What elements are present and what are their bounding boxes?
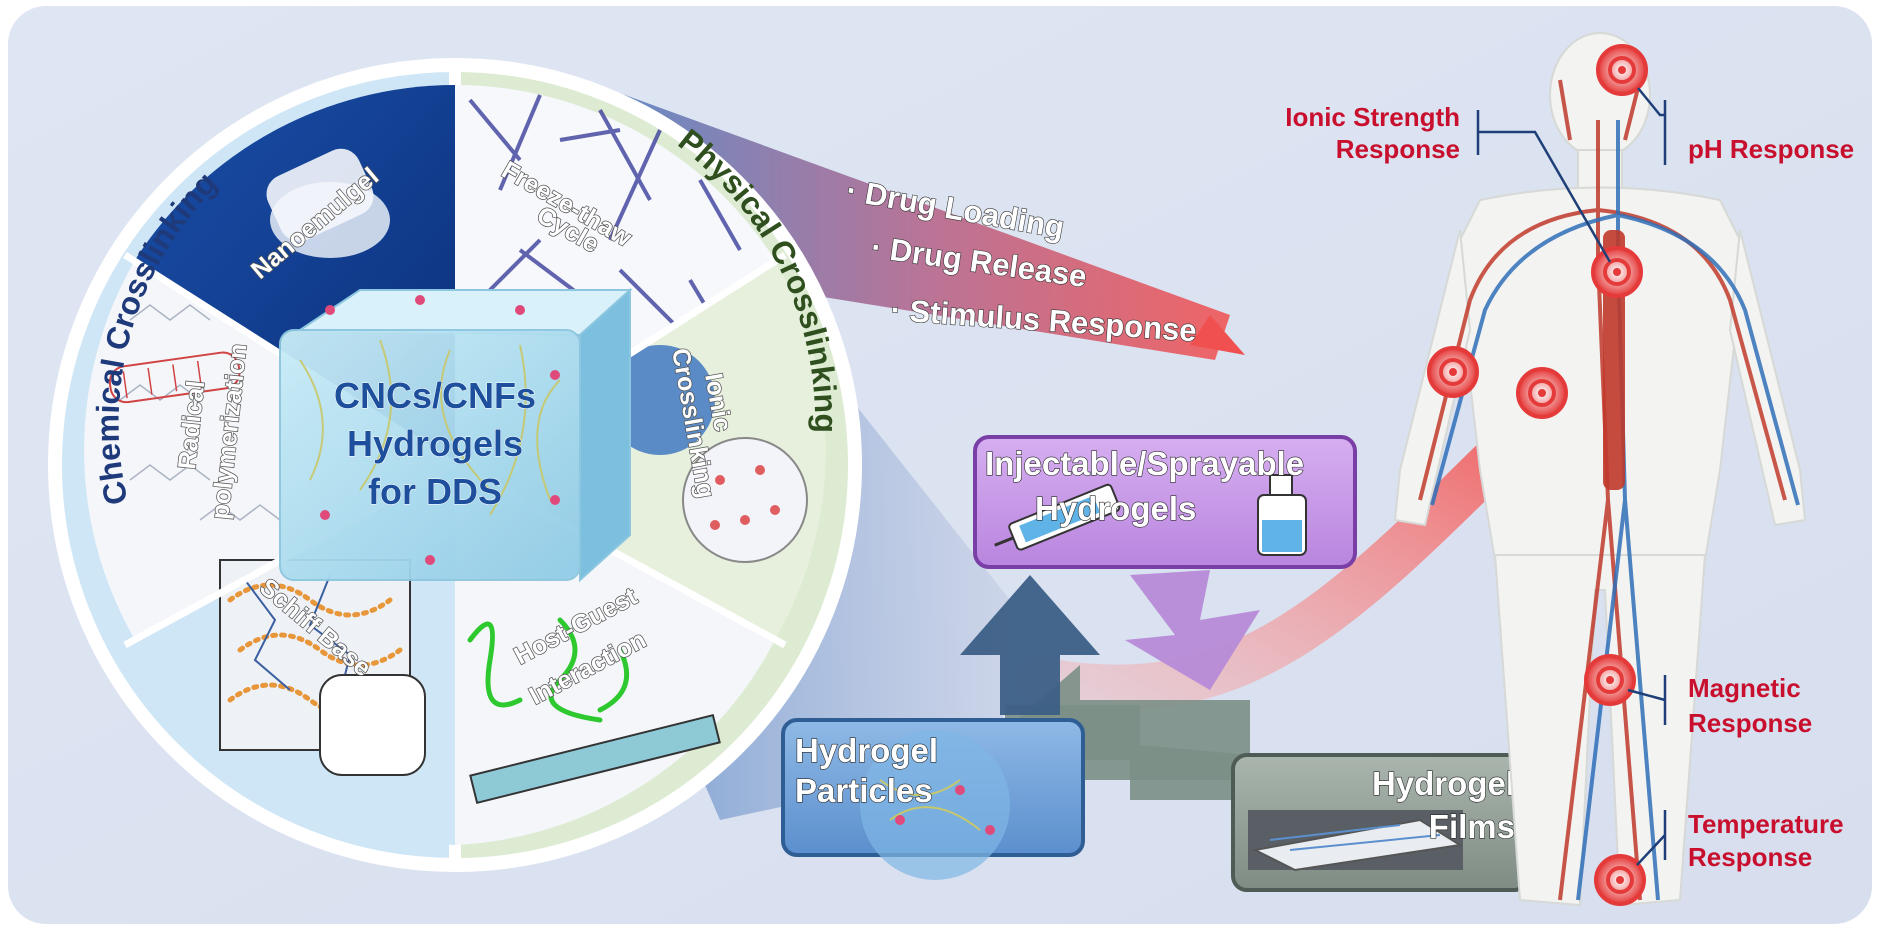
ph-target bbox=[1596, 44, 1648, 96]
ionic-strength-label-line1: Ionic Strength bbox=[1285, 102, 1460, 132]
knee-target bbox=[1584, 654, 1636, 706]
heart-target bbox=[1591, 246, 1643, 298]
magnetic-label-line1: Magnetic bbox=[1688, 673, 1801, 703]
ankle-target bbox=[1594, 854, 1646, 906]
injectable-hydrogels-box bbox=[973, 435, 1357, 569]
particles-label-line2: Particles bbox=[795, 772, 933, 809]
films-label-line2: Films bbox=[1429, 808, 1515, 845]
ionic-inset bbox=[682, 437, 808, 563]
injectable-label-line1: Injectable/Sprayable bbox=[985, 445, 1304, 482]
temperature-label-line1: Temperature bbox=[1688, 809, 1844, 839]
response-leaders bbox=[1476, 87, 1667, 866]
films-label-line1: Hydrogel bbox=[1372, 765, 1515, 802]
particles-up-arrow bbox=[960, 575, 1100, 715]
center-title-line1: CNCs/CNFs bbox=[334, 375, 536, 416]
abdomen-target bbox=[1516, 367, 1568, 419]
central-cube bbox=[279, 287, 633, 583]
magnetic-label-line2: Response bbox=[1688, 708, 1812, 738]
ionic-strength-label-line2: Response bbox=[1336, 134, 1460, 164]
ph-response-label: pH Response bbox=[1688, 134, 1854, 164]
delivery-curved-arrow bbox=[1017, 397, 1558, 711]
temperature-label-line2: Response bbox=[1688, 842, 1812, 872]
center-title-line2: Hydrogels bbox=[347, 423, 523, 464]
purple-cycle-arrow bbox=[1125, 570, 1260, 690]
hydrogel-particles-box bbox=[781, 718, 1085, 880]
hydrogel-films-box bbox=[1231, 753, 1530, 892]
center-title-line3: for DDS bbox=[368, 471, 502, 512]
particles-label-line1: Hydrogel bbox=[795, 732, 938, 769]
radical-sector bbox=[84, 260, 455, 640]
injectable-label-line2: Hydrogels bbox=[1035, 490, 1196, 527]
beam-arrowhead bbox=[1190, 315, 1245, 355]
arm-target bbox=[1427, 346, 1479, 398]
schiff-inset bbox=[319, 674, 426, 776]
